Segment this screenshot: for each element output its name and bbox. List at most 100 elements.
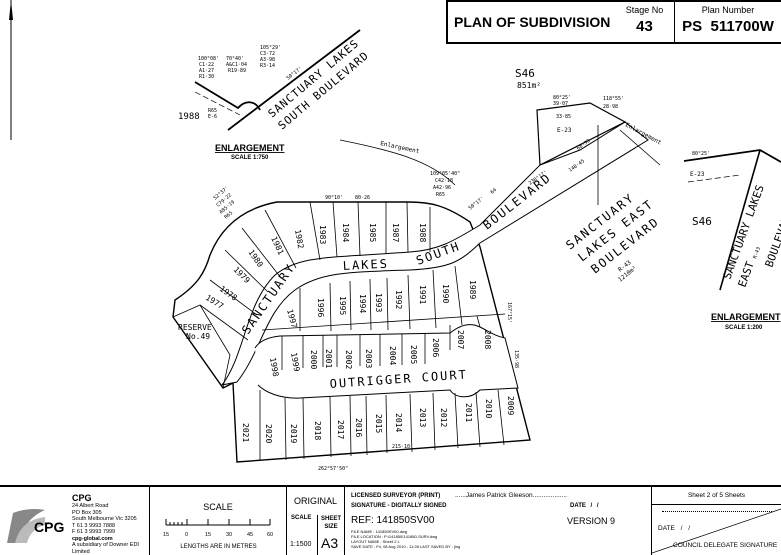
annotation: A42·96: [433, 185, 451, 191]
annotation: C42·18: [435, 178, 453, 184]
lot-number: 2018: [313, 421, 322, 440]
scale-value: 1:1500: [290, 541, 312, 548]
company-logo-text: CPG: [34, 519, 65, 535]
annotation: R1·30: [199, 74, 214, 80]
annotation: E-6: [208, 114, 217, 120]
scale-tick: 0: [185, 532, 189, 538]
annotation: 28·98: [603, 104, 618, 110]
layout-name: LAYOUT NAME : Sheet 2 L: [351, 539, 400, 544]
road-outrigger-court: [254, 324, 519, 399]
council-date: DATE / /: [658, 525, 691, 532]
lot-number: 1999: [289, 352, 301, 373]
s46-area: 851m²: [517, 81, 541, 90]
lot-boundaries: [199, 201, 506, 461]
lot-number: 1980: [246, 248, 265, 269]
lot-number: 1985: [368, 223, 377, 242]
surveyor-name: ......James Patrick Gleeson.............…: [455, 492, 567, 499]
scale-label: SCALE: [291, 515, 312, 521]
plan-title-box: PLAN OF SUBDIVISION: [446, 0, 617, 44]
signature-label: SIGNATURE - DIGITALLY SIGNED: [351, 503, 447, 509]
address-line: 24 Albert Road: [72, 503, 109, 509]
lot-number: 2000: [309, 350, 318, 369]
annotation: C3·72: [260, 51, 275, 57]
signature-strike-line: [652, 508, 781, 554]
version: VERSION 9: [567, 516, 616, 526]
lot-number: 1981: [269, 235, 285, 256]
lot-number: 1996: [316, 298, 325, 317]
lot-number: 1994: [358, 294, 367, 313]
annotation: 39·07: [553, 101, 568, 107]
reserve-49-boundary: [172, 304, 231, 389]
reserve-label: RESERVE: [178, 323, 212, 332]
plan-number-label: Plan Number: [701, 5, 755, 15]
annotation: 105°29': [260, 45, 281, 51]
road-name: BOULEVARD: [763, 209, 781, 269]
company-name: CPG: [72, 493, 92, 503]
annotation: 262°57'50": [318, 466, 348, 472]
file-info: FILE NAME : 141850SV00.dwg FILE LOCATION…: [351, 529, 460, 549]
annotation: R65: [223, 210, 234, 220]
annotation: 50°17': [468, 196, 486, 212]
s46-boundary: [536, 102, 627, 166]
lot-number: 1983: [318, 225, 327, 244]
annotation: A1·27: [199, 68, 214, 74]
annotation: R-43: [752, 246, 762, 259]
annotation: 90°10': [325, 195, 343, 201]
lot-number: 1997: [285, 308, 299, 329]
annotation: R3·14: [260, 63, 275, 69]
address-line: T 61 3 9993 7888: [72, 522, 116, 529]
lot-number: 2020: [264, 424, 273, 443]
scale-bar-block: SCALE 15 0 15 30 45 60 LENGTHS ARE IN ME…: [150, 487, 287, 555]
lot-number: 2021: [241, 423, 250, 442]
surveyor-label: LICENSED SURVEYOR (PRINT): [351, 493, 441, 499]
lot-number: 1989: [468, 280, 477, 299]
reserve-number: No.49: [186, 332, 210, 341]
enlargement-arrow: [339, 139, 456, 186]
company-website: cpg-global.com: [72, 535, 113, 542]
scale-title: SCALE: [203, 502, 233, 512]
lot-number: 2008: [483, 330, 492, 349]
annotation: 135·98: [513, 350, 519, 368]
lot-number: 1995: [338, 296, 347, 315]
sheet-size-value: A3: [321, 535, 339, 551]
original-block: ORIGINAL SCALE SHEET SIZE 1:1500 A3: [287, 487, 345, 555]
scale-tick: 15: [205, 532, 212, 538]
annotation: R19·89: [228, 68, 246, 74]
lot-number: 2004: [388, 346, 397, 365]
lot-number: 1988: [418, 223, 427, 242]
lot-number: 2002: [344, 350, 353, 369]
lot-number: 1977: [204, 293, 225, 311]
lot-number: 2010: [484, 399, 493, 418]
company-block: CPG CPG 24 Albert Road PO Box 305 South …: [0, 487, 150, 555]
annotation: 109°05'40": [430, 171, 460, 177]
road-sanctuary-lakes-south-boulevard: [220, 121, 649, 386]
reference: REF: 141850SV00: [351, 515, 435, 526]
annotation: 100°08': [198, 56, 219, 62]
sheet-size-label: SHEET SIZE: [317, 515, 344, 555]
lot-number: 2017: [336, 420, 345, 439]
title-block: CPG CPG 24 Albert Road PO Box 305 South …: [0, 485, 781, 555]
enlargement-left: 1988 R65 E-6 100°08' C1·22 A1·27 R1·30 7…: [178, 29, 372, 161]
lot-number: 2009: [506, 396, 515, 415]
scale-note: LENGTHS ARE IN METRES: [180, 544, 257, 550]
file-name: FILE NAME : 141850SV00.dwg: [351, 529, 408, 534]
lot-number: 1992: [394, 290, 403, 309]
enlargement-scale: SCALE 1:750: [231, 155, 269, 161]
enlargement-scale: SCALE 1:200: [725, 325, 763, 331]
lot-number: 2019: [289, 424, 298, 443]
lot-number: 1979: [232, 265, 252, 285]
annotation: 33·85: [556, 114, 571, 120]
stage-label: Stage No: [625, 5, 664, 15]
address-line: F 61 3 9993 7999: [72, 529, 116, 535]
plan-title: PLAN OF SUBDIVISION: [454, 14, 611, 30]
enlargement-right: 80°25' E-23 S46 SANCTUARY LAKES EAST BOU…: [683, 149, 781, 331]
company-subsidiary: A subsidiary of Downer EDI Limited: [72, 542, 139, 555]
scale-tick: 30: [226, 532, 233, 538]
lot-number: 1998: [268, 357, 280, 378]
enlargement-title: ENLARGEMENT: [711, 312, 781, 322]
annotation: 80·26: [355, 195, 370, 201]
scale-tick: 15: [163, 532, 170, 538]
lot-number: 2016: [354, 418, 363, 437]
